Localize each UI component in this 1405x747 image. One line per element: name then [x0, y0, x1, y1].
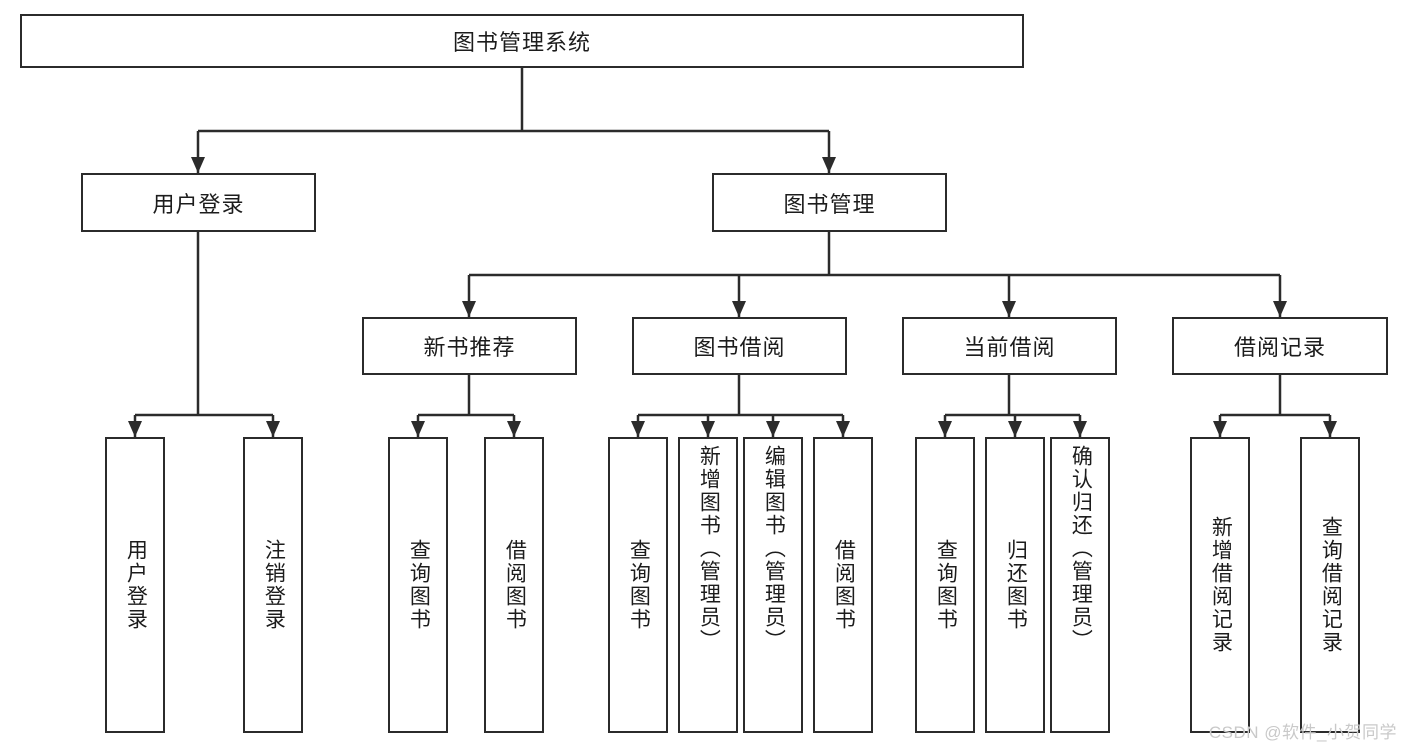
node-level2-1[interactable]: 图书管理: [712, 173, 947, 232]
node-label: 查询图书: [934, 539, 958, 631]
arrow-head-icon: [938, 421, 952, 437]
arrow-head-icon: [1008, 421, 1022, 437]
node-root[interactable]: 图书管理系统: [20, 14, 1024, 68]
node-label: 归还图书: [1004, 539, 1028, 631]
node-label: 借阅记录: [1233, 335, 1326, 360]
arrow-head-icon: [411, 421, 425, 437]
arrow-head-icon: [631, 421, 645, 437]
node-label: 确认归还（管理员）: [1069, 445, 1093, 652]
node-label: 图书借阅: [693, 335, 786, 360]
node-leaf-12[interactable]: 查询借阅记录: [1300, 437, 1360, 733]
node-level2-0[interactable]: 用户登录: [81, 173, 316, 232]
arrow-head-icon: [1002, 301, 1016, 317]
node-leaf-7[interactable]: 借阅图书: [813, 437, 873, 733]
node-leaf-4[interactable]: 查询图书: [608, 437, 668, 733]
node-label: 图书管理系统: [452, 30, 591, 55]
arrow-head-icon: [128, 421, 142, 437]
node-leaf-1[interactable]: 注销登录: [243, 437, 303, 733]
node-label: 查询图书: [627, 539, 651, 631]
node-label: 注销登录: [262, 539, 286, 631]
arrow-head-icon: [732, 301, 746, 317]
arrow-head-icon: [1213, 421, 1227, 437]
node-leaf-10[interactable]: 确认归还（管理员）: [1050, 437, 1110, 733]
node-label: 新书推荐: [423, 335, 516, 360]
node-label: 图书管理: [783, 191, 876, 217]
node-label: 用户登录: [152, 191, 245, 217]
node-level3-2[interactable]: 当前借阅: [902, 317, 1117, 375]
node-level3-3[interactable]: 借阅记录: [1172, 317, 1388, 375]
node-leaf-9[interactable]: 归还图书: [985, 437, 1045, 733]
node-label: 查询借阅记录: [1319, 516, 1343, 654]
node-label: 新增借阅记录: [1209, 516, 1233, 654]
node-leaf-11[interactable]: 新增借阅记录: [1190, 437, 1250, 733]
arrow-head-icon: [836, 421, 850, 437]
arrow-head-icon: [701, 421, 715, 437]
node-leaf-5[interactable]: 新增图书（管理员）: [678, 437, 738, 733]
node-label: 借阅图书: [832, 539, 856, 631]
node-label: 用户登录: [124, 539, 148, 631]
node-label: 新增图书（管理员）: [697, 445, 721, 652]
watermark: CSDN @软件_小贺同学: [1208, 723, 1397, 742]
arrow-head-icon: [266, 421, 280, 437]
node-leaf-3[interactable]: 借阅图书: [484, 437, 544, 733]
node-leaf-8[interactable]: 查询图书: [915, 437, 975, 733]
node-level3-1[interactable]: 图书借阅: [632, 317, 847, 375]
arrow-head-icon: [822, 157, 836, 173]
node-leaf-0[interactable]: 用户登录: [105, 437, 165, 733]
arrow-head-icon: [766, 421, 780, 437]
node-leaf-6[interactable]: 编辑图书（管理员）: [743, 437, 803, 733]
node-label: 当前借阅: [963, 335, 1056, 360]
arrow-head-icon: [191, 157, 205, 173]
node-leaf-2[interactable]: 查询图书: [388, 437, 448, 733]
arrow-head-icon: [1323, 421, 1337, 437]
node-level3-0[interactable]: 新书推荐: [362, 317, 577, 375]
node-label: 借阅图书: [503, 539, 527, 631]
node-label: 编辑图书（管理员）: [762, 445, 786, 652]
arrow-head-icon: [1073, 421, 1087, 437]
node-label: 查询图书: [407, 539, 431, 631]
arrow-head-icon: [1273, 301, 1287, 317]
arrow-head-icon: [462, 301, 476, 317]
arrow-head-icon: [507, 421, 521, 437]
